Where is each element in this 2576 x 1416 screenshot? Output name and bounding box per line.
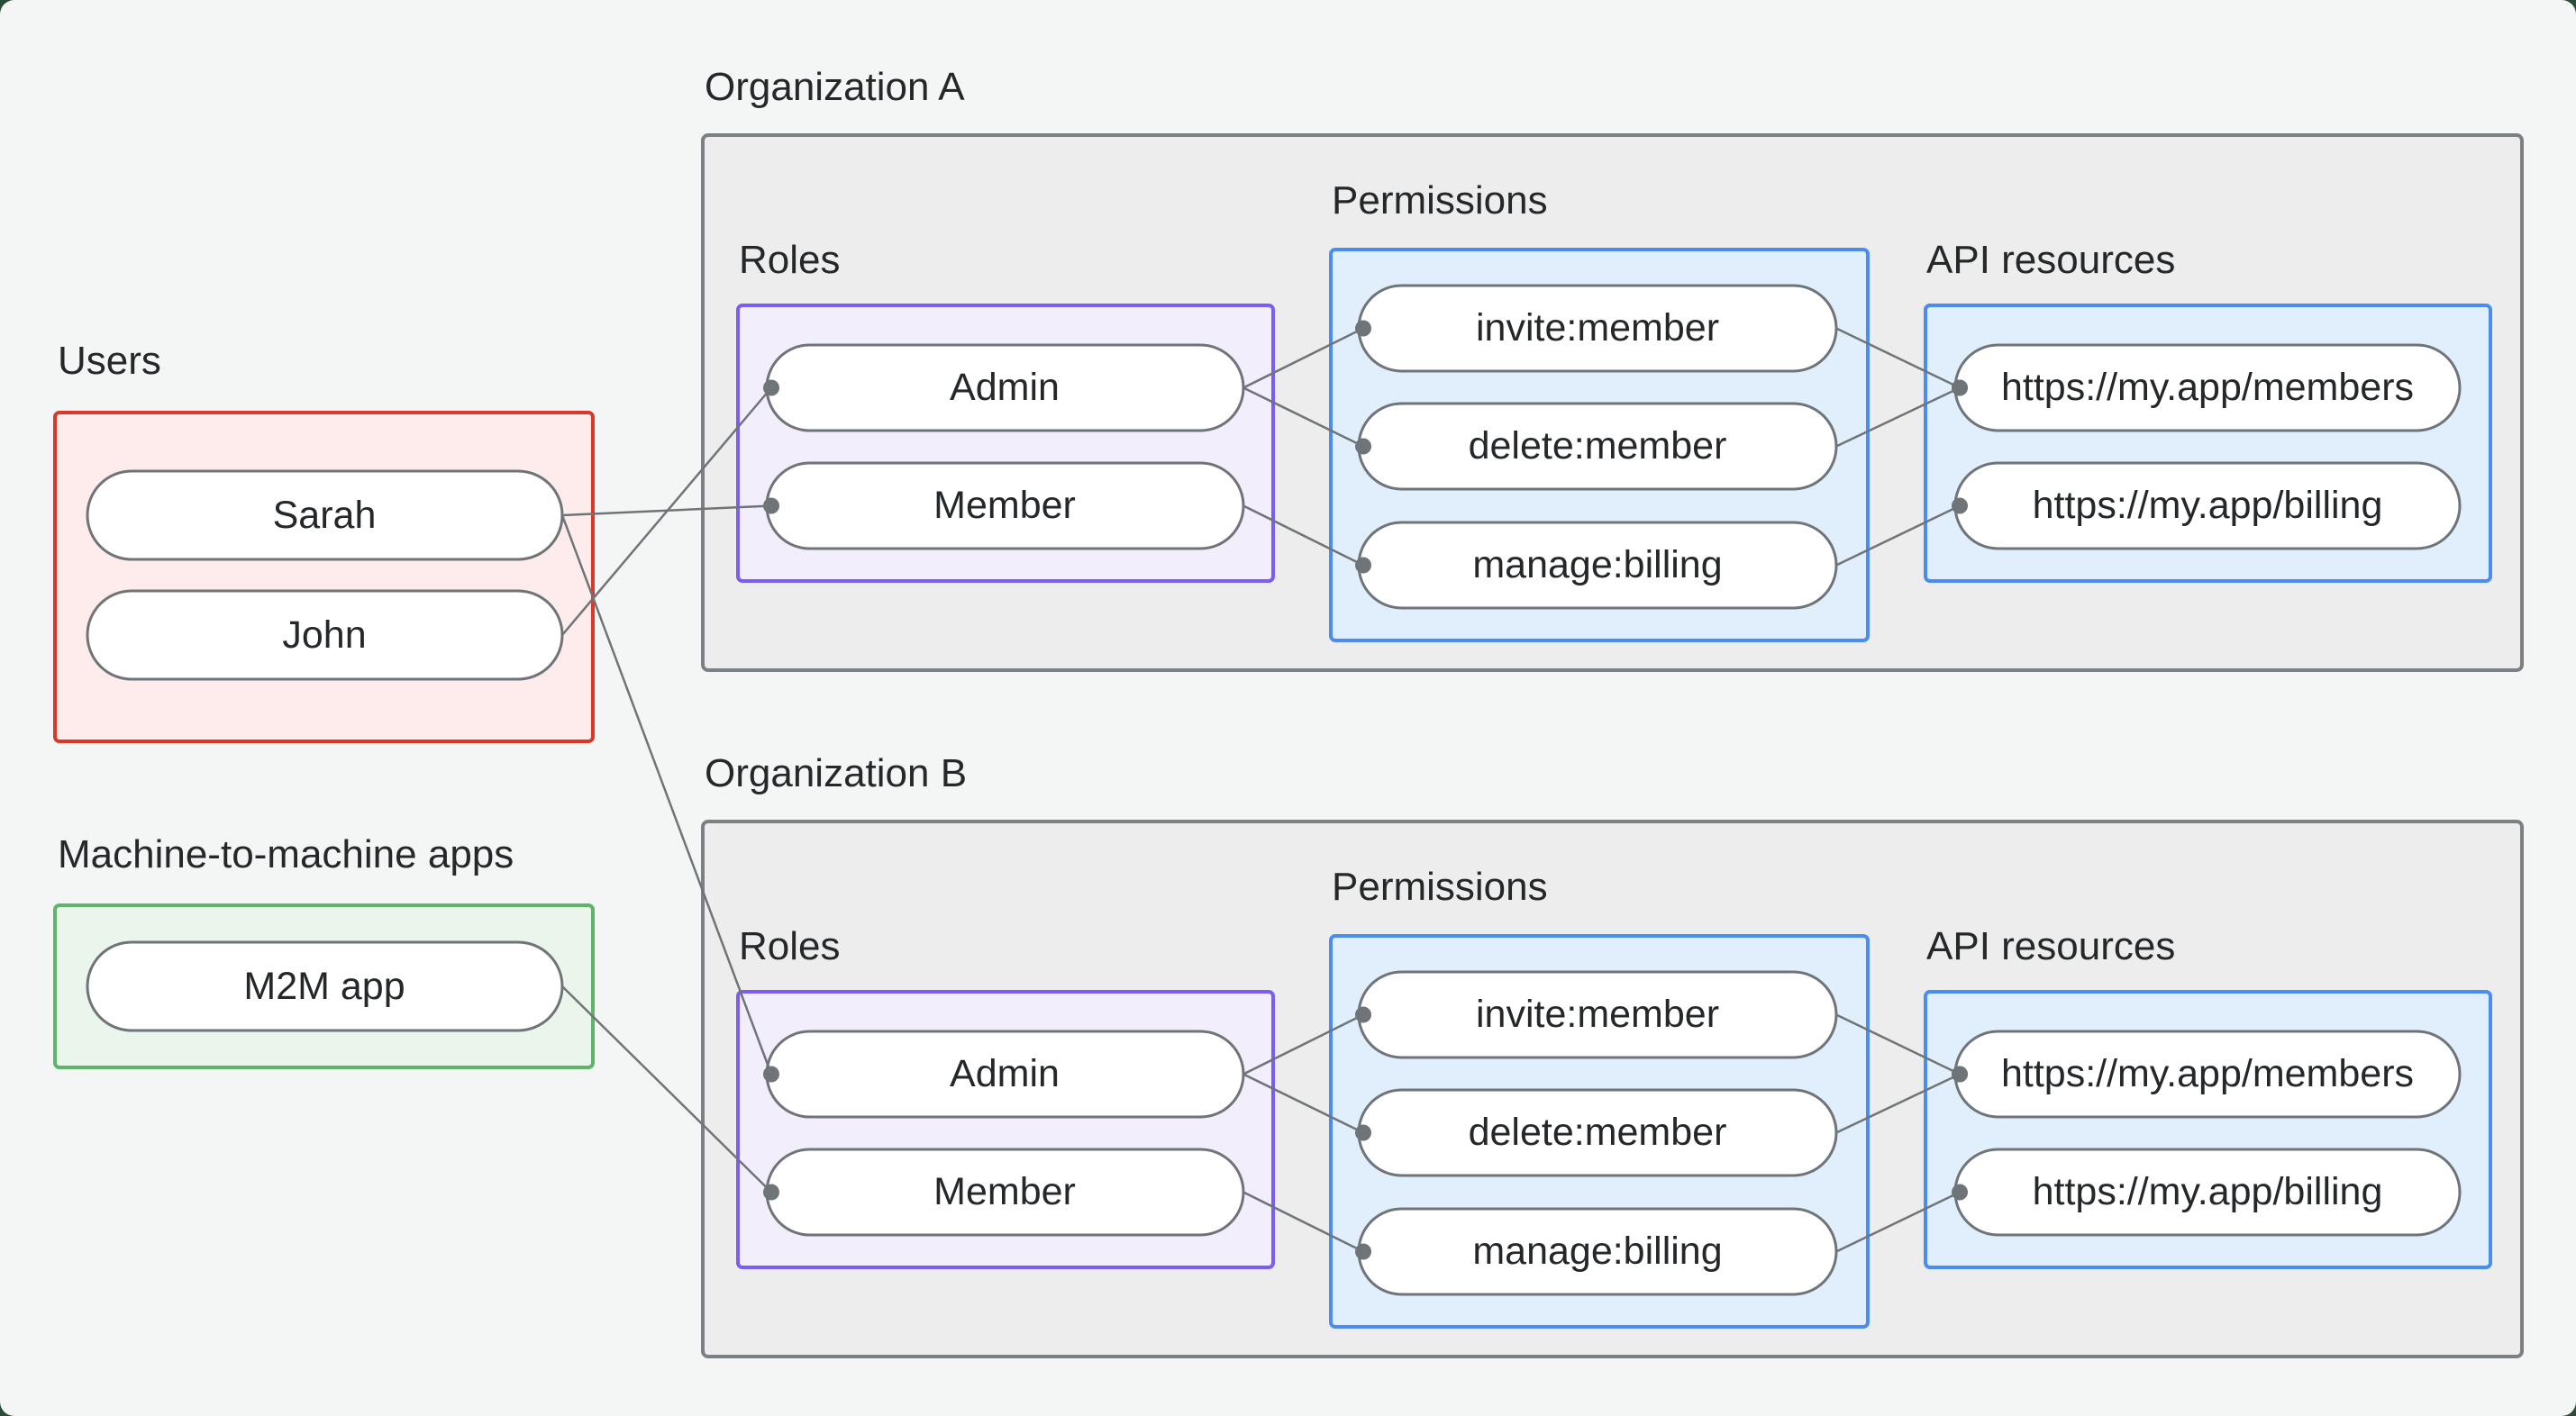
edge-line-orgB-admin-to-orgB-invite [1242, 1013, 1364, 1076]
node-org-a-member: Member [765, 461, 1245, 550]
node-org-a-billing-label: https://my.app/billing [2033, 484, 2383, 527]
edge-dot-orgA-manage [1355, 557, 1371, 574]
edge-line-orgA-member-to-orgA-manage [1242, 504, 1364, 567]
node-org-b-invite: invite:member [1357, 970, 1838, 1059]
node-org-a-member-label: Member [933, 484, 1076, 527]
node-org-b-invite-label: invite:member [1476, 993, 1719, 1036]
edge-dot-orgB-manage [1355, 1243, 1371, 1260]
edge-line-orgA-delete-to-orgA-members [1835, 386, 1961, 448]
node-org-a-delete-label: delete:member [1469, 424, 1727, 467]
edge-line-orgA-admin-to-orgA-invite [1242, 327, 1364, 389]
node-org-b-delete: delete:member [1357, 1088, 1838, 1177]
org-b-api-label: API resources [1926, 924, 2175, 968]
edge-line-orgB-admin-to-orgB-delete [1242, 1073, 1364, 1134]
edge-dot-orgA-admin [763, 379, 779, 396]
edge-dot-orgB-members [1952, 1066, 1968, 1083]
edge-line-john-to-orgA-admin [561, 386, 772, 636]
edge-dot-orgB-billing [1952, 1184, 1968, 1201]
users-container-box [53, 411, 595, 743]
node-org-a-invite-label: invite:member [1476, 306, 1719, 349]
node-sarah-label: Sarah [273, 494, 377, 537]
edge-line-orgA-manage-to-orgA-billing [1835, 504, 1961, 567]
org-b-roles-label: Roles [739, 924, 841, 968]
edge-line-orgB-invite-to-orgB-members [1835, 1013, 1961, 1076]
edge-line-orgB-manage-to-orgB-billing [1835, 1191, 1961, 1253]
node-org-b-members: https://my.app/members [1953, 1030, 2462, 1119]
node-org-a-delete: delete:member [1357, 402, 1838, 491]
node-org-b-billing-label: https://my.app/billing [2033, 1170, 2383, 1213]
org-a-title: Organization A [705, 65, 965, 109]
node-org-b-delete-label: delete:member [1469, 1111, 1727, 1154]
node-org-a-manage-label: manage:billing [1472, 543, 1722, 586]
m2m-section: Machine-to-machine apps M2M app [53, 832, 595, 1069]
node-john-label: John [282, 613, 366, 657]
edge-line-orgB-delete-to-orgB-members [1835, 1073, 1961, 1134]
node-m2m-app: M2M app [86, 940, 564, 1032]
edge-dot-orgA-billing [1952, 497, 1968, 514]
node-org-a-billing: https://my.app/billing [1953, 461, 2462, 550]
org-a-section: Organization A Roles Admin Member Permis… [701, 65, 2524, 672]
node-sarah: Sarah [86, 469, 564, 561]
edges-layer [560, 320, 1968, 1260]
node-john: John [86, 589, 564, 681]
node-org-a-members-label: https://my.app/members [2001, 366, 2414, 409]
m2m-label: Machine-to-machine apps [58, 832, 514, 876]
edge-line-orgA-admin-to-orgA-delete [1242, 386, 1364, 448]
node-org-a-admin: Admin [765, 343, 1245, 432]
node-org-b-manage-label: manage:billing [1472, 1230, 1722, 1273]
node-org-b-member: Member [765, 1148, 1245, 1237]
edge-dot-orgA-delete [1355, 438, 1371, 455]
node-org-b-admin: Admin [765, 1030, 1245, 1119]
org-a-api-label: API resources [1926, 238, 2175, 282]
users-label: Users [58, 339, 161, 383]
node-org-b-admin-label: Admin [950, 1052, 1060, 1095]
node-org-a-members: https://my.app/members [1953, 343, 2462, 432]
node-org-a-admin-label: Admin [950, 366, 1060, 409]
edge-line-sarah-to-orgB-admin [560, 514, 773, 1075]
node-org-b-member-label: Member [933, 1170, 1076, 1213]
edge-line-orgB-member-to-orgB-manage [1242, 1191, 1364, 1253]
node-org-b-billing: https://my.app/billing [1953, 1148, 2462, 1237]
org-b-title: Organization B [705, 751, 967, 795]
node-org-a-invite: invite:member [1357, 284, 1838, 373]
org-a-permissions-label: Permissions [1332, 178, 1548, 222]
node-org-b-manage: manage:billing [1357, 1207, 1838, 1296]
node-org-a-manage: manage:billing [1357, 521, 1838, 610]
edge-dot-orgA-invite [1355, 320, 1371, 337]
edge-dot-orgB-invite [1355, 1006, 1371, 1023]
edge-dot-orgA-member [763, 497, 779, 514]
org-a-roles-label: Roles [739, 238, 841, 282]
edge-line-m2m-app-to-orgB-member [561, 985, 772, 1194]
users-section: Users Sarah John [53, 339, 595, 743]
edge-dot-orgB-admin [763, 1066, 779, 1083]
edge-dot-orgB-member [763, 1184, 779, 1201]
org-b-section: Organization B Roles Admin Member Permis… [701, 751, 2524, 1358]
edge-line-orgA-invite-to-orgA-members [1835, 327, 1961, 389]
node-org-b-members-label: https://my.app/members [2001, 1052, 2414, 1095]
org-b-permissions-label: Permissions [1332, 865, 1548, 909]
edge-dot-orgA-members [1952, 379, 1968, 396]
node-m2m-app-label: M2M app [243, 965, 405, 1008]
edge-dot-orgB-delete [1355, 1124, 1371, 1141]
